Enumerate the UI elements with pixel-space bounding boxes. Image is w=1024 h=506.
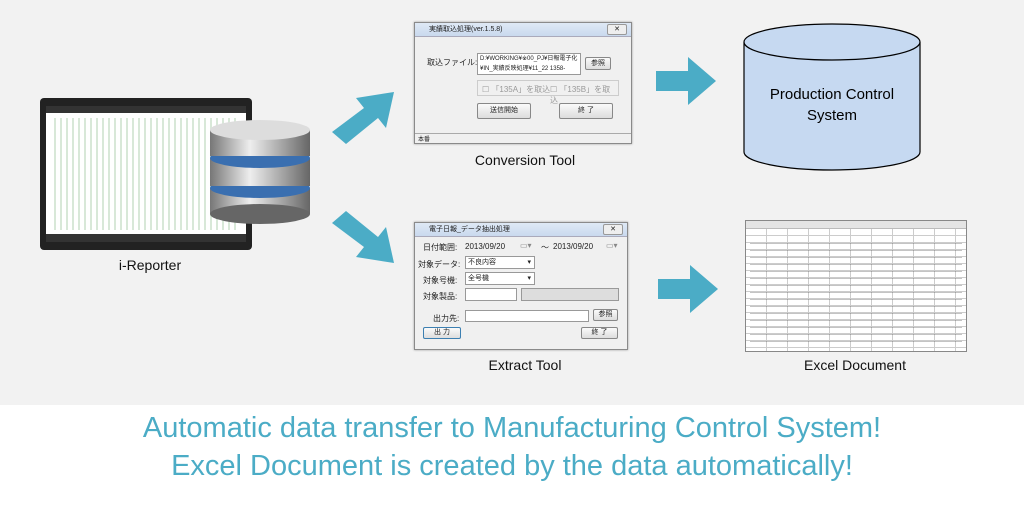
excel-caption: Excel Document xyxy=(804,357,906,373)
extract-tool-window: 電子日報_データ抽出処理 ✕ 日付範囲: 2013/09/20 ▭▾ ～ 2013… xyxy=(414,222,628,350)
window-title: 電子日報_データ抽出処理 xyxy=(429,226,510,233)
data-label: 対象データ: xyxy=(418,260,461,269)
product-field[interactable] xyxy=(465,288,517,301)
machine-label: 対象号機: xyxy=(423,276,458,285)
arrow-right-icon xyxy=(656,57,716,105)
conversion-tool-window: 実績取込処理(ver.1.5.8) ✕ 取込ファイル: D:¥WORKING¥※0… xyxy=(414,22,632,144)
window-title: 実績取込処理(ver.1.5.8) xyxy=(429,26,503,33)
ireporter-caption: i-Reporter xyxy=(118,257,182,273)
browse-button[interactable]: 参照 xyxy=(593,309,618,321)
output-label: 出力先: xyxy=(433,314,460,323)
close-button[interactable]: ✕ xyxy=(603,224,623,235)
excel-document xyxy=(745,220,967,352)
output-button[interactable]: 出 力 xyxy=(423,327,461,339)
headline-line1: Automatic data transfer to Manufacturing… xyxy=(142,412,882,444)
file-label: 取込ファイル: xyxy=(427,58,478,67)
product-name-field xyxy=(521,288,619,301)
browse-button[interactable]: 参照 xyxy=(585,57,611,70)
date-label: 日付範囲: xyxy=(423,243,458,252)
send-start-button[interactable]: 送信開始 xyxy=(477,103,531,119)
production-system-cylinder xyxy=(743,23,921,171)
calendar-icon[interactable]: ▭▾ xyxy=(606,241,618,250)
end-button[interactable]: 終 了 xyxy=(559,103,613,119)
tilde: ～ xyxy=(541,243,549,252)
calendar-icon[interactable]: ▭▾ xyxy=(520,241,532,250)
data-select[interactable]: 不良内容▾ xyxy=(465,256,535,269)
output-path-field[interactable] xyxy=(465,310,589,322)
headline-line2: Excel Document is created by the data au… xyxy=(171,450,853,482)
arrow-right-icon xyxy=(658,265,718,313)
close-button[interactable]: ✕ xyxy=(607,24,627,35)
arrow-up-right-icon xyxy=(332,92,394,144)
checkbox-135b[interactable]: ☐ 「135B」を取込 xyxy=(550,85,611,105)
extract-caption: Extract Tool xyxy=(488,357,562,373)
conversion-caption: Conversion Tool xyxy=(474,152,576,168)
database-icon xyxy=(210,120,310,224)
date-from-field[interactable]: 2013/09/20 xyxy=(465,242,506,251)
checkbox-135a[interactable]: ☐ 「135A」を取込 xyxy=(482,85,551,94)
file-path-field[interactable]: D:¥WORKING¥※00_PJ¥日報電子化¥IN_実績反映処理¥11_22 … xyxy=(477,53,581,75)
machine-select[interactable]: 全号機▾ xyxy=(465,272,535,285)
arrow-down-right-icon xyxy=(332,211,394,263)
checkbox-group: ☐ 「135A」を取込 ☐ 「135B」を取込 xyxy=(477,80,619,105)
end-button[interactable]: 終 了 xyxy=(581,327,618,339)
status-bar: 本番 xyxy=(415,133,631,143)
product-label: 対象製品: xyxy=(423,292,458,301)
date-to-field[interactable]: 2013/09/20 xyxy=(553,242,594,251)
